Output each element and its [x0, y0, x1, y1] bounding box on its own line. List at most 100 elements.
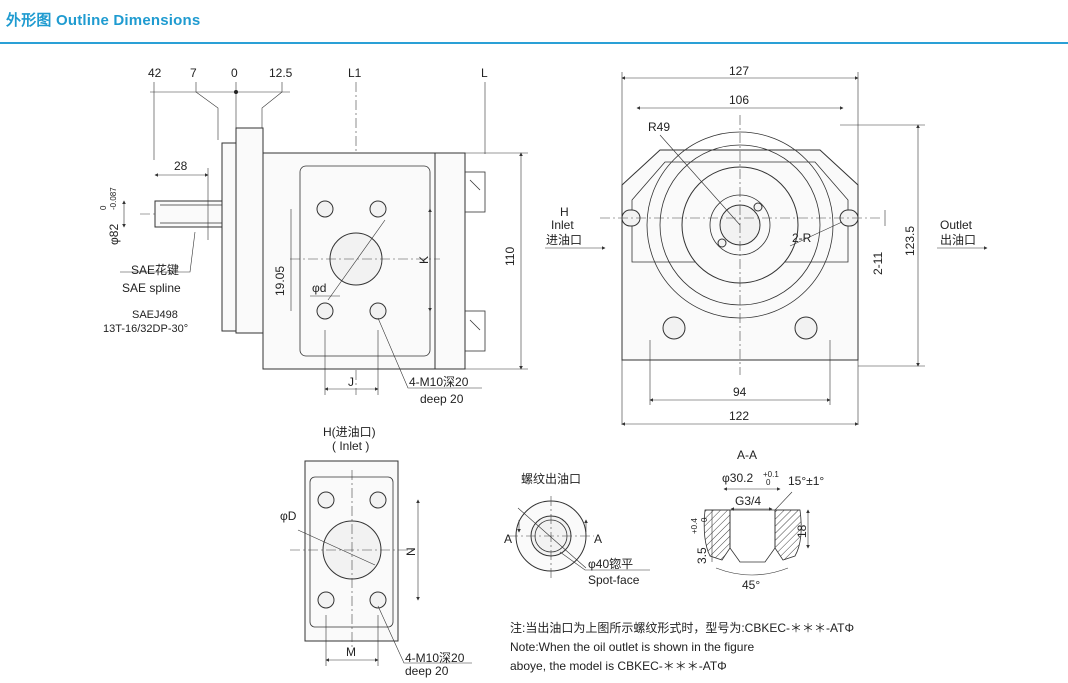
front-bolt-hole-left [662, 316, 686, 340]
spotface-leader [559, 551, 650, 571]
thread-cn: 4-M10深20 [409, 375, 469, 389]
port-thread-leader [377, 605, 472, 664]
port-face-outline [309, 476, 394, 628]
spotface-en: Spot-face [588, 573, 640, 587]
section-45-arc [715, 567, 789, 576]
page-header: 外形图 Outline Dimensions [0, 0, 1068, 44]
dim-127: 127 [729, 64, 749, 78]
section-hatch-right [774, 509, 802, 561]
section-dim-3-5-tol-lower: 0 [700, 517, 709, 522]
outlet-cn: 出油口 [940, 233, 976, 247]
inlet-cn: 进油口 [546, 233, 582, 247]
port-dim-M: M [346, 645, 356, 659]
spline-spec: 13T-16/32DP-30° [103, 323, 188, 335]
section-dia: φ30.2 [722, 471, 753, 485]
port-dim-D: φD [280, 509, 297, 523]
dim-42: 42 [148, 66, 162, 80]
rear-cover [434, 152, 466, 370]
port-thread-en: deep 20 [405, 664, 449, 678]
note-cn: 注:当出油口为上图所示螺纹形式时，型号为:CBKEC-＊＊＊-ATΦ [510, 620, 854, 635]
section-title: A-A [737, 448, 757, 462]
port-dim-N: N [404, 547, 418, 556]
dim-1905: 19.05 [273, 266, 287, 296]
section-dim-3-5-tol-upper: +0.4 [690, 518, 699, 534]
port-bolt-1 [317, 491, 335, 509]
note-en-2: aboye, the model is CBKEC-＊＊＊-ATΦ [510, 659, 727, 673]
dim-94: 94 [733, 385, 747, 399]
dim-L1: L1 [348, 66, 362, 80]
section-A-right: A [594, 532, 602, 546]
bolt-hole-3 [316, 302, 334, 320]
inlet-en: Inlet [551, 218, 574, 232]
rear-boss-top [464, 171, 486, 213]
section-dim-3-5: 3.5 [695, 547, 709, 564]
note-block: 注:当出油口为上图所示螺纹形式时，型号为:CBKEC-＊＊＊-ATΦ Note:… [510, 620, 854, 673]
top-dim-leaders [153, 82, 486, 160]
dim-2-11: 2-11 [871, 252, 885, 275]
port-title-1: H(进油口) [323, 425, 376, 439]
bolt-hole-4 [369, 302, 387, 320]
side-view: 42 7 0 12.5 L1 L 28 [99, 66, 528, 406]
section-dia-tol-lower: 0 [766, 478, 771, 487]
dim-J: J [348, 375, 354, 389]
section-angle-45: 45° [742, 578, 760, 592]
section-dia-tol-upper: +0.1 [763, 470, 779, 479]
flange-pilot [221, 142, 238, 332]
dim-phi82: φ82 [107, 224, 121, 245]
section-chamfer-leader [774, 491, 793, 511]
bolt-hole-1 [316, 200, 334, 218]
bolt-hole-2 [369, 200, 387, 218]
inlet-port [329, 232, 383, 286]
boss-mark-2 [469, 319, 481, 331]
port-view: H(进油口) ( Inlet ) φD N M 4-M10深20 deep 20 [280, 425, 472, 678]
section-hatch-left [703, 509, 731, 561]
section-line-AA [517, 507, 587, 569]
dim-phi82-tol-upper: 0 [99, 205, 108, 210]
dim-110: 110 [503, 247, 517, 266]
rear-boss-bottom [464, 310, 486, 352]
note-en-1: Note:When the oil outlet is shown in the… [510, 640, 754, 654]
port-bolt-4 [369, 591, 387, 609]
spline-en: SAE spline [122, 281, 181, 295]
section-AA-view: A-A φ30.2 +0.1 0 15°±1° G3/4 18 3.5 +0.4… [690, 448, 824, 592]
thread-en: deep 20 [420, 392, 464, 406]
outlet-en: Outlet [940, 218, 973, 232]
dim-phi82-tol-lower: -0.087 [109, 187, 118, 210]
section-bore [729, 510, 776, 563]
dim-123-5: 123.5 [903, 226, 917, 256]
dim-R49: R49 [648, 120, 670, 134]
section-angle-top: 15°±1° [788, 474, 824, 488]
spline-std: SAEJ498 [132, 309, 178, 321]
dim-K: K [417, 256, 431, 264]
port-bolt-2 [369, 491, 387, 509]
front-bolt-hole-right [794, 316, 818, 340]
header-rule [0, 42, 1068, 44]
front-view: 127 106 R49 H Inlet 进油口 2-R 2-11 123.5 [545, 64, 988, 426]
spline-leader [120, 231, 196, 273]
dim-12-5: 12.5 [269, 66, 293, 80]
front-small-hole-1 [717, 238, 727, 248]
dim-7: 7 [190, 66, 197, 80]
thread-leader [377, 317, 482, 389]
spline-cn: SAE花键 [131, 262, 179, 277]
port-thread-cn: 4-M10深20 [405, 651, 465, 665]
r49-leader [659, 134, 741, 226]
dim-106: 106 [729, 93, 749, 107]
port-D-leader [297, 529, 376, 566]
section-A-left: A [504, 532, 512, 546]
datum-point [234, 90, 238, 94]
2R-leader [789, 221, 843, 247]
section-dim-18: 18 [795, 524, 809, 538]
thread-outlet-title: 螺纹出油口 [521, 472, 581, 486]
dim-122: 122 [729, 409, 749, 423]
boss-mark-1 [469, 179, 481, 191]
front-flange-outline [631, 161, 849, 263]
dim-0: 0 [231, 66, 238, 80]
port-diagonal [327, 219, 386, 301]
front-small-hole-2 [753, 202, 763, 212]
thread-outlet-view: 螺纹出油口 A A φ40锪平 Spot-face [504, 472, 650, 587]
page-title: 外形图 Outline Dimensions [6, 12, 201, 29]
inlet-H: H [560, 205, 569, 219]
spotface-cn: φ40锪平 [588, 556, 633, 571]
mount-flange [235, 127, 264, 334]
